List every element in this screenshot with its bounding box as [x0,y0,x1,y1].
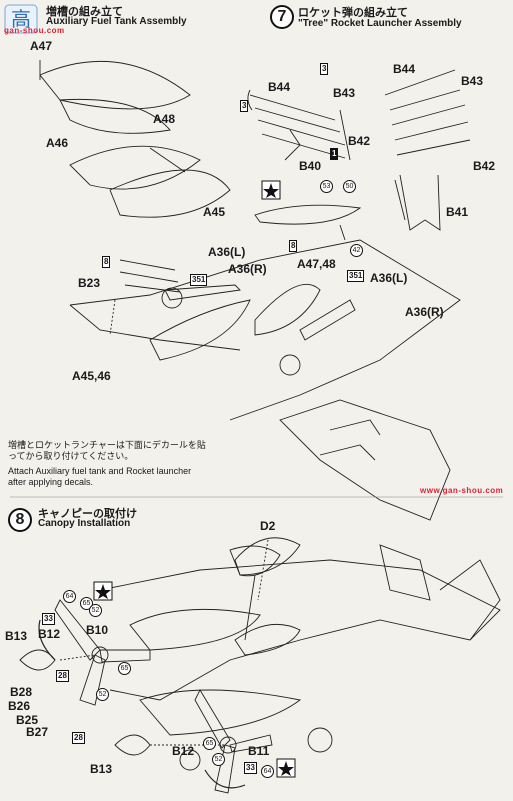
p38-aircraft [19,537,501,794]
part-label-a36l: A36(L) [208,245,246,259]
decal-number: 50 [343,180,356,193]
part-label-a36l-2: A36(L) [370,271,408,285]
part-label-a45: A45 [203,205,226,219]
color-code-box: 28 [56,670,69,682]
color-code-box: 351 [190,274,208,286]
part-label-b43-right: B43 [461,74,484,88]
color-code-box: 3 [240,100,249,112]
part-label-b26: B26 [8,699,31,713]
color-code-box: 8 [289,240,298,252]
step7-title-jp: ロケット弾の組み立て [298,7,408,19]
part-label-b44: B44 [268,80,291,94]
color-code-box: 28 [72,732,85,744]
part-label-b13: B13 [5,629,28,643]
fuel-tank-a45 [109,169,231,218]
watermark-text: gan-shou.com [4,26,65,35]
launcher-pod [254,204,362,225]
part-label-b28: B28 [10,685,33,699]
decal-number: 52 [89,604,102,617]
part-label-b12-bottom: B12 [172,744,195,758]
fuel-tank-a48 [59,98,171,134]
part-label-b25: B25 [16,713,39,727]
part-label-b44-right: B44 [393,62,416,76]
part-label-d2: D2 [260,519,276,533]
part-label-b11: B11 [248,744,270,758]
part-label-a36r: A36(R) [228,262,267,276]
wing-assembly [69,239,461,521]
step8-title-jp: キャノピーの取付け [38,508,137,520]
watermark-text-2: www.gan-shou.com [420,486,504,495]
part-label-b13-bottom: B13 [90,762,113,776]
fuel-tank-a46 [69,145,201,190]
part-label-b23: B23 [78,276,101,290]
part-label-b27: B27 [26,725,49,739]
decal-number: 65 [118,662,131,675]
decal-number: 65 [203,737,216,750]
step6-title-en: Auxiliary Fuel Tank Assembly [46,16,187,27]
part-label-b43: B43 [333,86,356,100]
step6-title-jp: 増槽の組み立て [46,6,123,18]
star-decal-icon [93,180,296,778]
color-code-box: 1 [330,148,339,160]
rocket-tree-right [384,69,471,231]
part-label-b40: B40 [299,159,322,173]
part-label-a46: A46 [46,136,69,150]
site-logo-icon: 高 [4,4,38,34]
color-code-box: 3 [320,63,329,75]
part-label-a47-48: A47,48 [297,257,336,271]
color-code-box: 33 [42,613,55,625]
part-label-b42: B42 [348,134,371,148]
part-label-a36r-2: A36(R) [405,305,444,319]
decal-number: 42 [350,244,363,257]
decal-number: 53 [320,180,333,193]
fuel-tank-a47 [39,60,191,110]
instruction-note-jp: 増槽とロケットランチャーは下面にデカールを貼ってから取り付けてください。 [8,440,206,461]
decal-number: 52 [96,688,109,701]
part-label-a48: A48 [153,112,176,126]
part-label-b10: B10 [86,623,109,637]
step-number-7: 7 [270,5,294,29]
step8-title-en: Canopy Installation [38,518,131,529]
decal-number: 64 [261,765,274,778]
color-code-box: 8 [102,256,111,268]
svg-text:高: 高 [11,7,31,31]
part-label-b42-right: B42 [473,159,496,173]
step7-title-en: "Tree" Rocket Launcher Assembly [298,18,462,29]
color-code-box: 351 [347,270,365,282]
part-label-a45-46: A45,46 [72,369,111,383]
part-label-b41: B41 [446,205,469,219]
color-code-box: 33 [244,762,257,774]
part-label-b12: B12 [38,627,61,641]
decal-number: 52 [212,753,225,766]
instruction-note-en: Attach Auxiliary fuel tank and Rocket la… [8,466,192,487]
decal-number: 64 [63,590,76,603]
step-number-8: 8 [8,508,32,532]
part-label-a47: A47 [30,39,53,53]
